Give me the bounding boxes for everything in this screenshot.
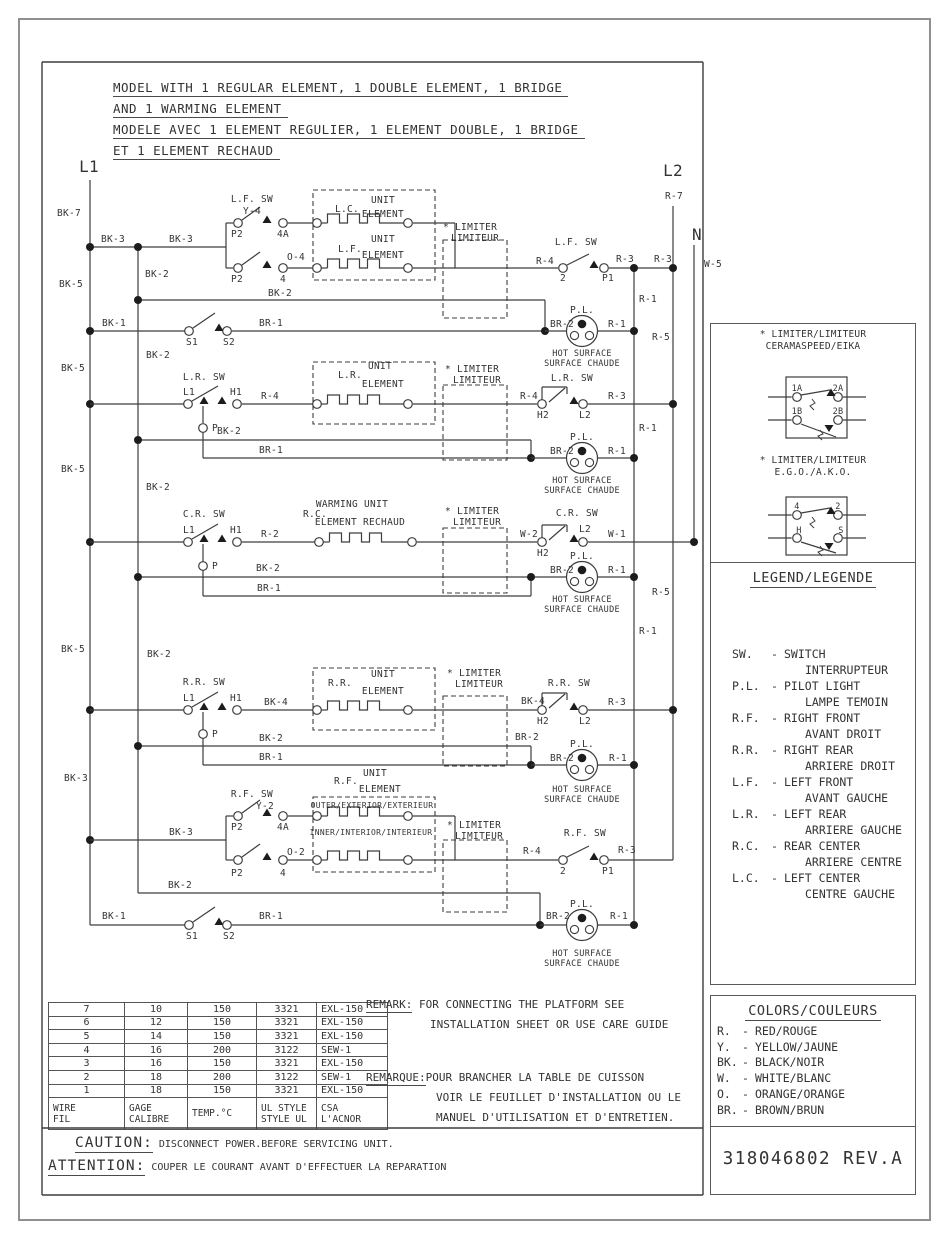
attention-line: ATTENTION: COUPER LE COURANT AVANT D'EFF…	[48, 1156, 698, 1179]
colors-title: COLORS/COULEURS	[711, 1003, 915, 1021]
title-block: MODEL WITH 1 REGULAR ELEMENT, 1 DOUBLE E…	[113, 77, 585, 161]
caution-text: DISCONNECT POWER.BEFORE SERVICING UNIT.	[158, 1139, 394, 1150]
remark-fr: REMARQUE:POUR BRANCHER LA TABLE DE CUISS…	[366, 1071, 682, 1124]
limiter-ego-title-line: * LIMITER/LIMITEUR	[759, 455, 867, 466]
limiter-ceramaspeed-subtitle: CERAMASPEED/EIKA	[765, 341, 861, 352]
color-entry: BR.-BROWN/BRUN	[717, 1102, 825, 1117]
legend-title: LEGEND/LEGENDE	[711, 570, 915, 588]
limiter-ceramaspeed-title-line: * LIMITER/LIMITEUR	[759, 329, 867, 340]
caution-line: CAUTION: DISCONNECT POWER.BEFORE SERVICI…	[75, 1133, 698, 1156]
limiter-ceramaspeed-title: * LIMITER/LIMITEUR CERAMASPEED/EIKA	[711, 329, 915, 353]
color-entry: O.-ORANGE/ORANGE	[717, 1086, 846, 1101]
limiter-detail-panel	[710, 323, 916, 563]
part-number: 318046802 REV.A	[722, 1149, 904, 1169]
title-line-1: MODEL WITH 1 REGULAR ELEMENT, 1 DOUBLE E…	[113, 77, 585, 98]
attention-label: ATTENTION:	[48, 1157, 146, 1176]
title-line-4: ET 1 ELEMENT RECHAUD	[113, 140, 585, 161]
color-entry: BK.-BLACK/NOIR	[717, 1055, 825, 1070]
limiter-ego-title: * LIMITER/LIMITEUR E.G.O./A.K.O.	[711, 455, 915, 479]
color-entry: Y.-YELLOW/JAUNE	[717, 1039, 839, 1054]
title-line-2: AND 1 WARMING ELEMENT	[113, 98, 585, 119]
page-border	[18, 18, 931, 1221]
color-entry: W.-WHITE/BLANC	[717, 1071, 832, 1086]
part-number-box: 318046802 REV.A	[710, 1127, 916, 1195]
caution-block: CAUTION: DISCONNECT POWER.BEFORE SERVICI…	[48, 1133, 698, 1178]
color-entry: R.-RED/ROUGE	[717, 1024, 818, 1038]
limiter-ego-subtitle: E.G.O./A.K.O.	[774, 467, 852, 478]
caution-label: CAUTION:	[75, 1135, 153, 1153]
attention-text: COUPER LE COURANT AVANT D'EFFECTUER LA R…	[151, 1161, 447, 1173]
title-line-3: MODELE AVEC 1 ELEMENT REGULIER, 1 ELEMEN…	[113, 119, 585, 140]
